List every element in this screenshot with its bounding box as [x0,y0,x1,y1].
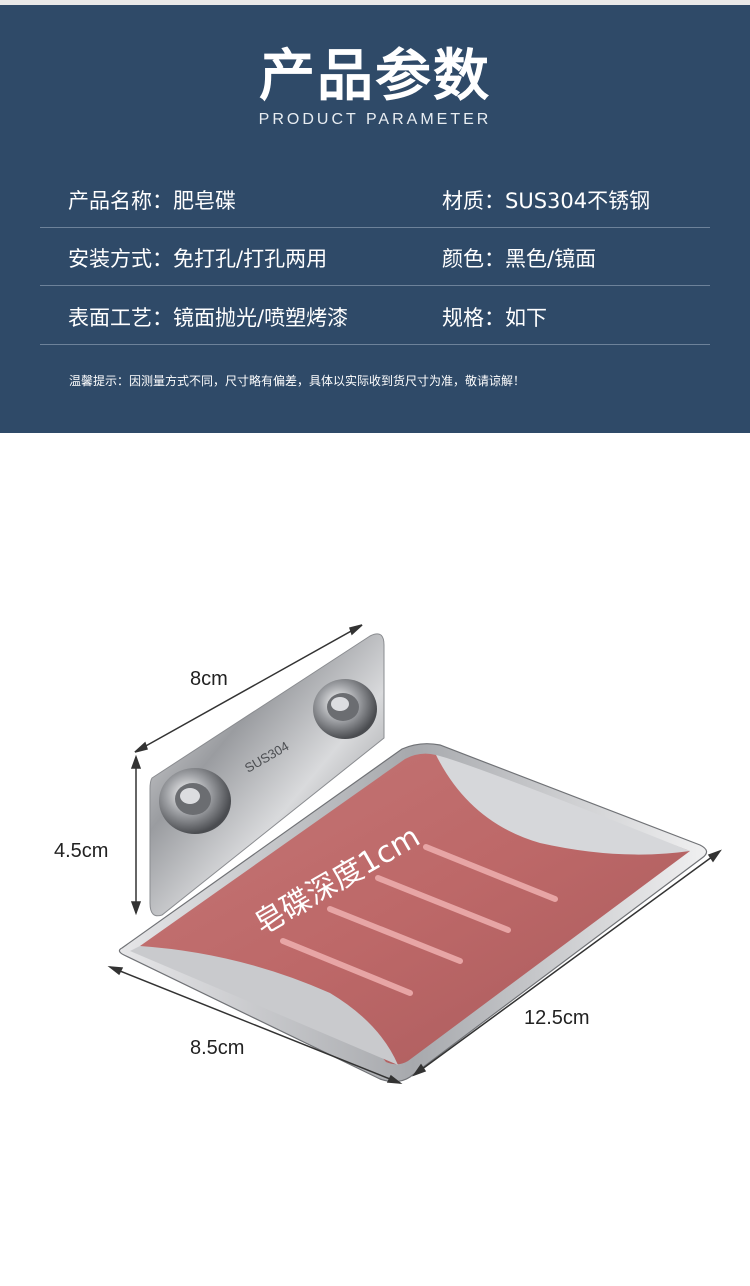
dim-top-width: 8cm [190,668,228,690]
parameter-header: 产品参数 PRODUCT PARAMETER 产品名称：肥皂碟 材质：SUS30… [0,0,750,433]
param-row: 表面工艺：镜面抛光/喷塑烤漆 规格：如下 [40,288,710,345]
dim-line-depth [413,850,721,1076]
measurement-tip: 温馨提示：因测量方式不同，尺寸略有偏差，具体以实际收到货尺寸为准，敬请谅解！ [69,374,526,388]
param-spec: 规格：如下 [442,306,547,330]
param-row: 产品名称：肥皂碟 材质：SUS304不锈钢 [40,171,710,228]
dim-arrow [130,901,142,916]
page-subtitle: PRODUCT PARAMETER [258,111,492,128]
param-color: 颜色：黑色/镜面 [442,247,597,271]
drain-slot [375,875,511,933]
param-material: 材质：SUS304不锈钢 [442,189,651,213]
dim-front-width: 8.5cm [190,1037,245,1059]
dim-arrow [412,1063,427,1077]
dim-arrow [349,624,363,636]
screw-left [159,768,231,834]
dim-depth: 12.5cm [524,1007,590,1029]
soap-dish-drawing: SUS304 皂碟深度1cm [107,624,722,1084]
dim-height: 4.5cm [54,840,109,862]
dim-arrow [134,741,148,753]
drain-slot [280,938,413,996]
dim-arrow [707,849,722,863]
drain-slots [280,844,558,996]
dim-line-top [134,624,363,753]
top-strip [0,0,750,5]
drain-slot [327,906,463,964]
param-finish: 表面工艺：镜面抛光/喷塑烤漆 [68,306,349,330]
tray-wedge-left [130,946,398,1065]
page-title: 产品参数 [259,44,491,109]
product-illustration: SUS304 皂碟深度1cm [0,433,750,1282]
param-install: 安装方式：免打孔/打孔两用 [68,247,328,271]
param-row: 安装方式：免打孔/打孔两用 颜色：黑色/镜面 [40,229,710,286]
dim-line-front [109,966,401,1084]
param-name: 产品名称：肥皂碟 [68,189,236,213]
dimension-lines [107,624,722,1084]
dim-arrow [386,1074,403,1084]
screw-right [313,679,377,739]
drain-slot [423,844,558,902]
dim-arrow [107,966,124,976]
tray-wedge-right [436,755,690,855]
dim-arrow [130,754,142,769]
